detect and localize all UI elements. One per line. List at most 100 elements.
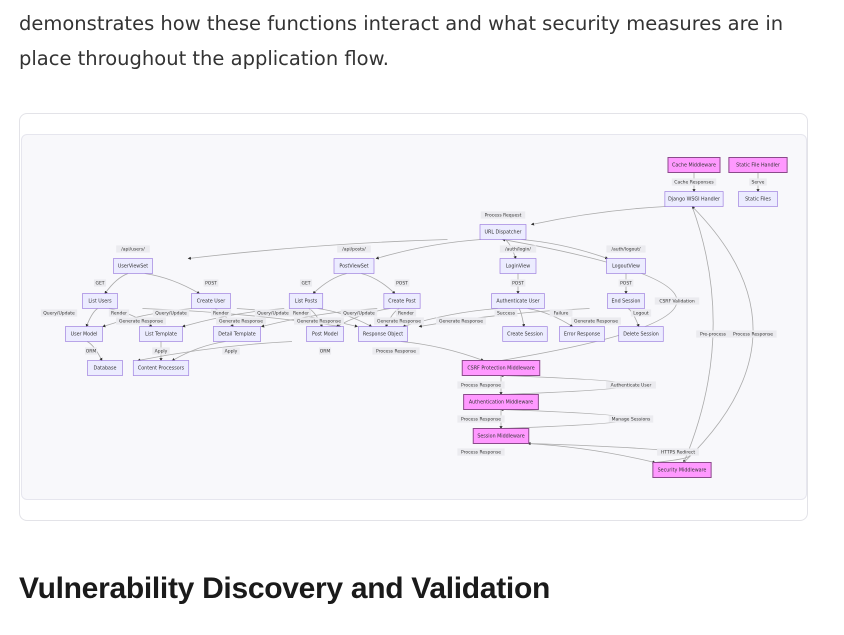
edge-label: Generate Response [571, 317, 621, 325]
edge-label: Query/Update [40, 309, 78, 317]
edge-pm-db [137, 341, 293, 362]
edge-label: ORM [318, 347, 332, 355]
svg-text:Process Response: Process Response [733, 332, 773, 338]
edge-label: GET [299, 279, 313, 287]
node-lp: List Posts [288, 293, 324, 309]
edge-label: Apply [152, 347, 170, 355]
svg-text:Django WSGI Handler: Django WSGI Handler [668, 197, 720, 203]
edge-label: HTTPS Redirect [657, 448, 699, 456]
edge-sess-sec [528, 443, 656, 464]
svg-text:LoginView: LoginView [506, 264, 530, 270]
edge-label: Query/Update [152, 309, 190, 317]
svg-text:Generate Response: Generate Response [574, 319, 618, 325]
section-heading: Vulnerability Discovery and Validation [19, 572, 550, 605]
svg-text:Process Response: Process Response [376, 349, 416, 355]
edge-cp-dt [260, 308, 378, 328]
svg-text:Create User: Create User [197, 299, 225, 305]
edge-pvs-cp [361, 273, 396, 295]
node-ro: Response Object [358, 326, 408, 342]
svg-text:ORM: ORM [320, 349, 331, 355]
node-er: Error Response [559, 326, 605, 342]
svg-text:Failure: Failure [554, 311, 569, 317]
svg-text:Manage Sessions: Manage Sessions [612, 417, 651, 423]
node-sess: Session Middleware [472, 428, 530, 444]
svg-text:User Model: User Model [71, 332, 98, 338]
svg-text:Logout: Logout [633, 311, 649, 317]
svg-text:POST: POST [396, 281, 408, 287]
edge-label: Process Response [457, 448, 505, 456]
node-um: User Model [65, 326, 103, 342]
edge-label: Render [210, 309, 232, 317]
svg-text:LogoutView: LogoutView [612, 264, 640, 270]
edge-label: Generate Response [374, 317, 424, 325]
svg-text:Serve: Serve [752, 180, 765, 186]
svg-text:Generate Response: Generate Response [377, 319, 421, 325]
edge-label: Process Response [457, 381, 505, 389]
svg-text:Render: Render [111, 311, 127, 317]
edge-label: POST [618, 279, 634, 287]
node-auth: Authenticate User [491, 293, 545, 309]
svg-text:Create Session: Create Session [507, 332, 543, 338]
svg-text:/api/posts/: /api/posts/ [342, 247, 366, 253]
svg-text:URL Dispatcher: URL Dispatcher [484, 230, 521, 236]
svg-text:Apply: Apply [225, 349, 238, 355]
svg-text:Content Processors: Content Processors [138, 366, 185, 372]
node-ds: Delete Session [618, 326, 664, 342]
edge-label: /api/posts/ [337, 245, 371, 253]
node-login: LoginView [499, 258, 537, 274]
edge-label: POST [394, 279, 410, 287]
svg-text:Pre-process: Pre-process [700, 332, 727, 338]
edge-label: Process Response [729, 330, 777, 338]
svg-text:/api/users/: /api/users/ [121, 247, 145, 253]
nodes: Cache Middleware Static File HandlerDjang… [65, 157, 788, 478]
svg-text:Static Files: Static Files [745, 197, 771, 203]
svg-text:Success: Success [497, 311, 516, 317]
node-cpr: Content Processors [132, 360, 190, 376]
svg-text:Apply: Apply [155, 349, 168, 355]
node-static: Static File Handler [728, 157, 788, 173]
node-pm: Post Model [306, 326, 344, 342]
node-wsgi: Django WSGI Handler [664, 191, 724, 207]
node-cache: Cache Middleware [667, 157, 721, 173]
svg-text:Generate Response: Generate Response [297, 319, 341, 325]
svg-text:Generate Response: Generate Response [219, 319, 263, 325]
edge-label: Authenticate User [606, 381, 656, 389]
edge-label: Render [108, 309, 130, 317]
edge-label: GET [93, 279, 107, 287]
edge-label: Generate Response [294, 317, 344, 325]
svg-text:POST: POST [620, 281, 632, 287]
edge-label: Manage Sessions [608, 415, 654, 423]
edge-url-logout [521, 239, 609, 260]
edge-label: Query/Update [254, 309, 292, 317]
edge-url-uvs [187, 239, 448, 260]
svg-text:Database: Database [94, 366, 117, 372]
svg-text:UserViewSet: UserViewSet [118, 264, 148, 270]
edge-label: Generate Response [436, 317, 486, 325]
node-lt: List Template [139, 326, 183, 342]
svg-text:PostViewSet: PostViewSet [339, 264, 368, 270]
svg-text:GET: GET [95, 281, 104, 287]
svg-text:Cache Responses: Cache Responses [674, 180, 714, 186]
node-authm: Authentication Middleware [463, 394, 539, 410]
node-pvs: PostViewSet [333, 258, 375, 274]
node-cp: Create Post [383, 293, 421, 309]
edge-pvs-lp [312, 273, 347, 295]
node-lu: List Users [82, 293, 118, 309]
svg-text:Authenticate User: Authenticate User [496, 299, 539, 305]
svg-text:Security Middleware: Security Middleware [658, 468, 707, 474]
edge-label: /auth/logout/ [606, 245, 646, 253]
svg-text:Generate Response: Generate Response [119, 319, 163, 325]
edge-uvs-lu [104, 273, 129, 295]
node-uvs: UserViewSet [113, 258, 153, 274]
edge-label: Render [395, 309, 417, 317]
svg-text:Session Middleware: Session Middleware [477, 434, 524, 440]
svg-text:Render: Render [213, 311, 229, 317]
svg-text:ORM: ORM [86, 349, 97, 355]
intro-paragraph: demonstrates how these functions interac… [19, 12, 784, 70]
svg-text:Authentication Middleware: Authentication Middleware [469, 400, 533, 406]
edge-label: Generate Response [116, 317, 166, 325]
svg-text:Query/Update: Query/Update [343, 311, 375, 317]
node-cu: Create User [191, 293, 231, 309]
edge-label: /api/users/ [116, 245, 150, 253]
